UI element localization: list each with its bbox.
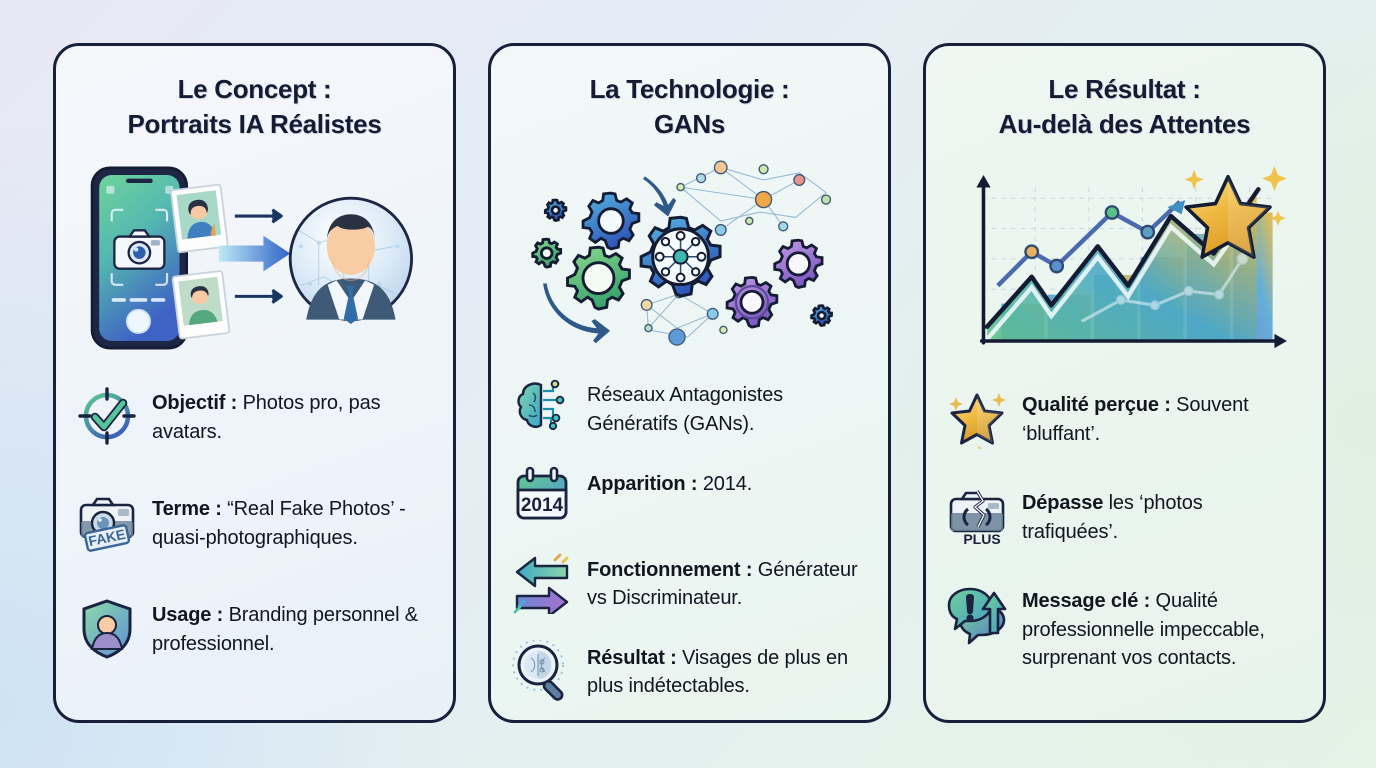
list-item-label: Terme : bbox=[152, 498, 222, 521]
camera-fake-stamp-icon: FAKE bbox=[76, 491, 138, 553]
list-item: 2014 Apparition : 2014. bbox=[511, 464, 868, 526]
list-item-body: Qualité professionnelle impeccable, surp… bbox=[1022, 590, 1265, 669]
arrow-top bbox=[234, 208, 283, 224]
speech-bubble-exclaim-icon bbox=[946, 583, 1008, 645]
chart-marker-series bbox=[996, 200, 1186, 288]
list-item-label: Apparition : bbox=[587, 473, 698, 495]
list-item-body: Générateur vs Discriminateur. bbox=[587, 559, 858, 610]
card-title-resultat: Le Résultat : Au-delà des Attentes bbox=[946, 72, 1303, 141]
list-item-label: Fonctionnement : bbox=[587, 559, 753, 581]
list-item-text: Résultat : Visages de plus en plus indét… bbox=[587, 640, 868, 701]
chart-axes bbox=[976, 175, 1287, 349]
card-title-line1: Le Concept : bbox=[177, 74, 332, 104]
list-item-label: Qualité perçue : bbox=[1022, 394, 1171, 417]
camera-plus-text: PLUS bbox=[963, 531, 1000, 547]
card-resultat: Le Résultat : Au-delà des Attentes bbox=[923, 43, 1326, 723]
card-title-line2: GANs bbox=[653, 108, 726, 139]
list-item-text: Terme : “Real Fake Photos’ - quasi-photo… bbox=[152, 491, 433, 552]
list-item-text: Fonctionnement : Générateur vs Discrimin… bbox=[587, 552, 868, 613]
list-item-body: Photos pro, pas avatars. bbox=[152, 392, 381, 443]
gear-small-green-left bbox=[531, 237, 563, 269]
list-item-label: Dépasse bbox=[1022, 492, 1104, 515]
list-item-label: Usage : bbox=[152, 604, 224, 627]
card-title-technologie: La Technologie : GANs bbox=[511, 72, 868, 141]
list-item-body: Réseaux Antagonistes Génératifs (GANs). bbox=[587, 384, 784, 435]
list-item-text: Dépasse les ‘photos trafiquées’. bbox=[1022, 485, 1303, 546]
calendar-2014-icon: 2014 bbox=[511, 464, 573, 526]
list-item: Message clé : Qualité professionnelle im… bbox=[946, 583, 1303, 672]
arrow-bottom bbox=[234, 289, 283, 305]
target-check-icon bbox=[76, 385, 138, 447]
gear-medium-blue bbox=[581, 191, 641, 251]
network-bottom bbox=[640, 290, 728, 346]
gold-star-top bbox=[1184, 166, 1287, 260]
two-way-arrows-icon bbox=[511, 552, 573, 614]
chart-light-series bbox=[1080, 253, 1249, 323]
list-item-label: Message clé : bbox=[1022, 590, 1151, 613]
list-item: PLUS Dépasse les ‘photos trafiquées’. bbox=[946, 485, 1303, 547]
brain-circuit-icon bbox=[511, 375, 573, 437]
rotation-arrow-top bbox=[643, 176, 677, 217]
bullet-list-resultat: Qualité perçue : Souvent ‘bluffant’. PLU bbox=[946, 377, 1303, 702]
card-technologie: La Technologie : GANs bbox=[488, 43, 891, 723]
list-item-text: Objectif : Photos pro, pas avatars. bbox=[152, 385, 433, 446]
list-item-body: Souvent ‘bluffant’. bbox=[1022, 394, 1249, 445]
gear-large-green bbox=[566, 245, 631, 311]
calendar-year-text: 2014 bbox=[521, 495, 564, 516]
list-item-label: Objectif : bbox=[152, 392, 238, 415]
list-item-text: Réseaux Antagonistes Génératifs (GANs). bbox=[587, 375, 868, 438]
polaroid-photo-top bbox=[170, 183, 229, 254]
list-item-label: Résultat : bbox=[587, 647, 677, 669]
bullet-list-concept: Objectif : Photos pro, pas avatars. bbox=[76, 377, 433, 702]
list-item-text: Message clé : Qualité professionnelle im… bbox=[1022, 583, 1303, 672]
gear-purple-lower bbox=[725, 276, 779, 329]
list-item-body: “Real Fake Photos’ - quasi-photographiqu… bbox=[152, 498, 406, 549]
shield-person-icon bbox=[76, 597, 138, 659]
bullet-list-technologie: Réseaux Antagonistes Génératifs (GANs). … bbox=[511, 369, 868, 702]
card-concept: Le Concept : Portraits IA Réalistes bbox=[53, 43, 456, 723]
list-item-body: 2014. bbox=[697, 473, 753, 495]
svg-text:FAKE: FAKE bbox=[87, 526, 127, 549]
list-item: Réseaux Antagonistes Génératifs (GANs). bbox=[511, 375, 868, 438]
chart-grid bbox=[981, 187, 1277, 342]
list-item-text: Qualité perçue : Souvent ‘bluffant’. bbox=[1022, 387, 1303, 448]
polaroid-photo-bottom bbox=[171, 270, 231, 340]
camera-plus-broken-icon: PLUS bbox=[946, 485, 1008, 547]
list-item: FAKE Terme : “Real Fake Photos’ - quasi-… bbox=[76, 491, 433, 553]
card-title-line1: La Technologie : bbox=[589, 74, 790, 104]
list-item-body: Branding personnel & professionnel. bbox=[152, 604, 418, 655]
gears-neural-network-illustration bbox=[511, 149, 868, 359]
gear-small-blue-topleft bbox=[543, 198, 568, 223]
phone-to-ai-portrait-illustration bbox=[76, 149, 433, 367]
rotation-arrow-bottom bbox=[543, 283, 611, 344]
list-item: Objectif : Photos pro, pas avatars. bbox=[76, 385, 433, 447]
list-item: Fonctionnement : Générateur vs Discrimin… bbox=[511, 552, 868, 614]
ai-portrait-avatar bbox=[288, 196, 414, 325]
list-item-body: les ‘photos trafiquées’. bbox=[1022, 492, 1203, 543]
arrow-main bbox=[218, 235, 291, 272]
gold-star-icon bbox=[946, 387, 1008, 450]
card-title-concept: Le Concept : Portraits IA Réalistes bbox=[76, 72, 433, 141]
list-item-text: Apparition : 2014. bbox=[587, 464, 752, 498]
phone-body bbox=[90, 166, 189, 350]
network-top-right bbox=[676, 160, 832, 237]
list-item: Qualité perçue : Souvent ‘bluffant’. bbox=[946, 387, 1303, 450]
growth-chart-star-illustration bbox=[946, 149, 1303, 367]
list-item: Usage : Branding personnel & professionn… bbox=[76, 597, 433, 659]
gear-main-blue-network bbox=[639, 215, 722, 298]
list-item-body: Visages de plus en plus indétectables. bbox=[587, 647, 848, 698]
magnifier-face-icon bbox=[511, 640, 573, 702]
gear-small-blue-bottomright bbox=[810, 304, 833, 328]
card-title-line2: Portraits IA Réalistes bbox=[127, 108, 382, 139]
gear-purple-right bbox=[773, 238, 824, 290]
list-item-text: Usage : Branding personnel & professionn… bbox=[152, 597, 433, 658]
card-title-line1: Le Résultat : bbox=[1048, 74, 1201, 104]
list-item: Résultat : Visages de plus en plus indét… bbox=[511, 640, 868, 702]
card-title-line2: Au-delà des Attentes bbox=[998, 108, 1251, 139]
